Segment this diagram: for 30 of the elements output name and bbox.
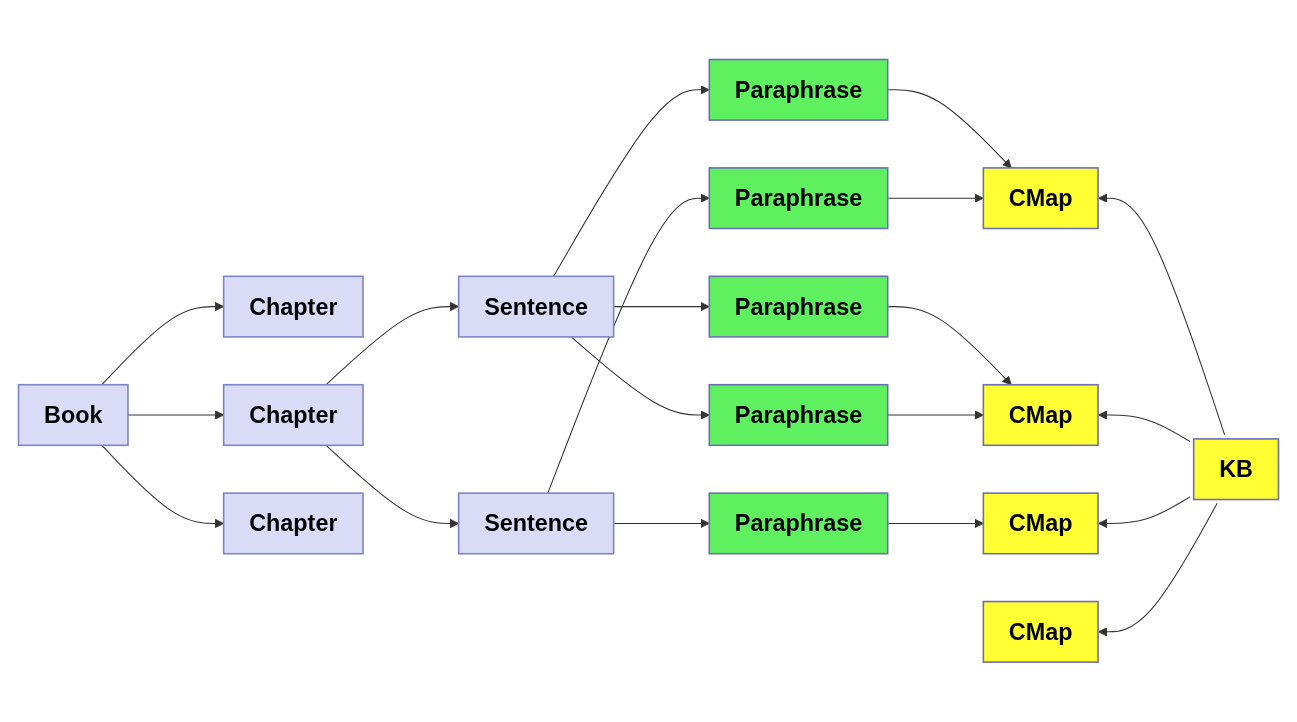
arrow	[887, 410, 984, 420]
node-box: Paraphrase	[708, 275, 889, 338]
arrow	[1098, 410, 1191, 443]
node-box: Chapter	[222, 384, 364, 447]
node-box: KB	[1192, 438, 1280, 501]
arrow	[613, 302, 710, 312]
node-box: Chapter	[222, 492, 364, 555]
node-box: Paraphrase	[708, 384, 889, 447]
node-box: CMap	[982, 384, 1099, 447]
arrow	[1098, 502, 1218, 637]
arrow	[553, 85, 710, 278]
node-box: Chapter	[222, 275, 364, 338]
arrow	[613, 518, 710, 529]
arrow	[887, 306, 1012, 386]
node-box: CMap	[982, 600, 1099, 664]
arrow	[1098, 193, 1226, 436]
node-box: Paraphrase	[708, 492, 889, 555]
node-box: Sentence	[457, 492, 615, 555]
node-box: CMap	[982, 492, 1099, 555]
arrow	[570, 336, 710, 420]
arrow	[887, 89, 1012, 169]
node-box: Paraphrase	[708, 58, 889, 122]
arrow	[887, 518, 984, 529]
arrow	[1098, 496, 1191, 529]
node-box: Paraphrase	[708, 167, 889, 230]
arrow	[547, 193, 710, 494]
node-box: Book	[17, 384, 129, 447]
node-box: CMap	[982, 167, 1099, 230]
arrow	[887, 193, 984, 204]
node-box: Sentence	[457, 275, 615, 338]
